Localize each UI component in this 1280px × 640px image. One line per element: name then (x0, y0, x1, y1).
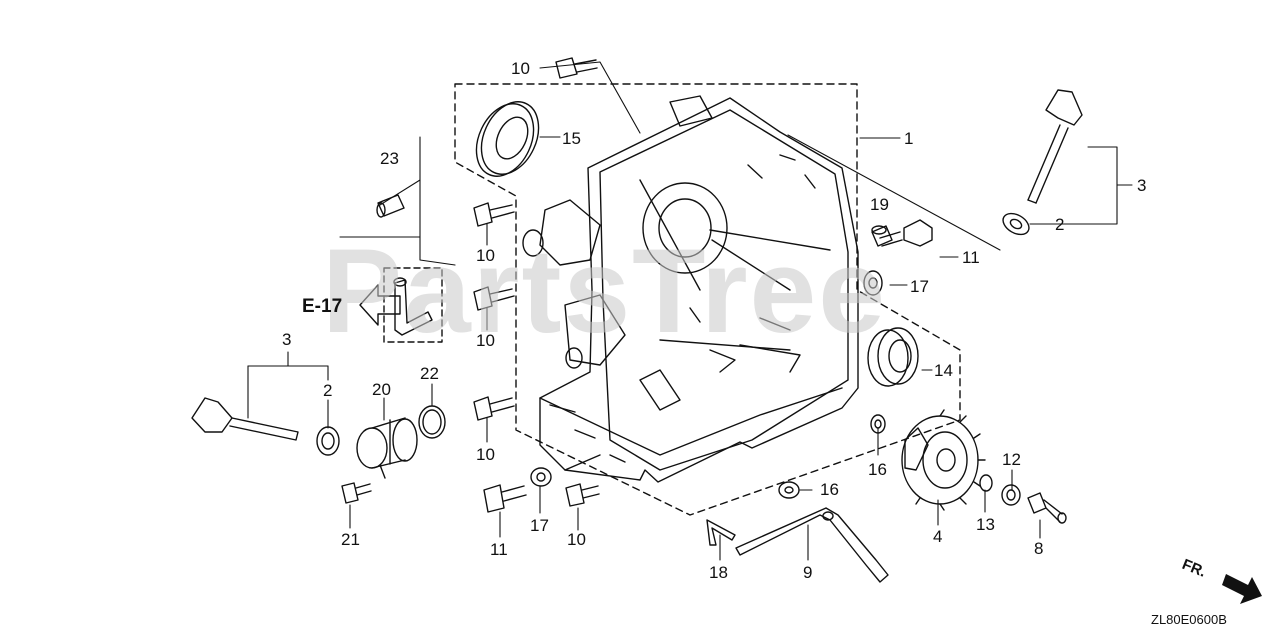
watermark: PartsTree (322, 224, 888, 358)
callout-22: 22 (420, 364, 439, 383)
e17-arrow-icon (359, 284, 401, 326)
leader-lines (247, 61, 1133, 561)
callout-8: 8 (1034, 539, 1044, 558)
callout-21: 21 (341, 530, 360, 549)
oil-dipstick-right (1027, 89, 1083, 204)
assembly-boundary (454, 83, 961, 516)
callout-10: 10 (476, 445, 495, 464)
callout-17: 17 (910, 277, 929, 296)
callout-16: 16 (868, 460, 887, 479)
callout-3: 3 (1137, 176, 1147, 195)
callout-9: 9 (803, 563, 813, 582)
gasket-right-2 (1002, 212, 1030, 236)
callout-4: 4 (933, 527, 943, 546)
callout-19: 19 (870, 195, 889, 214)
dowel-pin-19 (871, 225, 893, 247)
callout-20: 20 (372, 380, 391, 399)
washers (530, 270, 1021, 506)
ball-bearing (867, 327, 919, 387)
callout-10: 10 (567, 530, 586, 549)
callout-10: 10 (511, 59, 530, 78)
callout-23: 23 (380, 149, 399, 168)
callout-1: 1 (904, 129, 914, 148)
callout-11: 11 (962, 248, 980, 267)
governor-shaft (1027, 492, 1067, 524)
front-arrow-icon (1222, 574, 1262, 604)
o-ring-22 (418, 405, 446, 439)
callout-16: 16 (820, 480, 839, 499)
callout-3: 3 (282, 330, 292, 349)
callout-13: 13 (976, 515, 995, 534)
callout-10: 10 (476, 246, 495, 265)
gasket-left-2 (316, 426, 340, 456)
diagram-code: ZL80E0600B (1151, 612, 1227, 627)
callout-2: 2 (1055, 215, 1065, 234)
breather-tube-ref (383, 267, 443, 343)
oil-filler-neck (356, 417, 418, 479)
oil-dipstick-left (191, 397, 299, 441)
callout-11: 11 (490, 540, 508, 559)
reference-label: E-17 (302, 296, 343, 317)
callout-15: 15 (562, 129, 581, 148)
oil-seal (475, 101, 540, 177)
dowel-pin-23 (376, 194, 405, 218)
governor-arm (735, 507, 889, 583)
r-clip (706, 519, 736, 546)
callout-10: 10 (476, 331, 495, 350)
callout-14: 14 (934, 361, 953, 380)
flange-bolts (341, 57, 933, 513)
callout-18: 18 (709, 563, 728, 582)
crankcase-cover (522, 95, 859, 483)
governor-gear (901, 409, 986, 511)
callout-2: 2 (323, 381, 333, 400)
callout-17: 17 (530, 516, 549, 535)
callout-12: 12 (1002, 450, 1021, 469)
